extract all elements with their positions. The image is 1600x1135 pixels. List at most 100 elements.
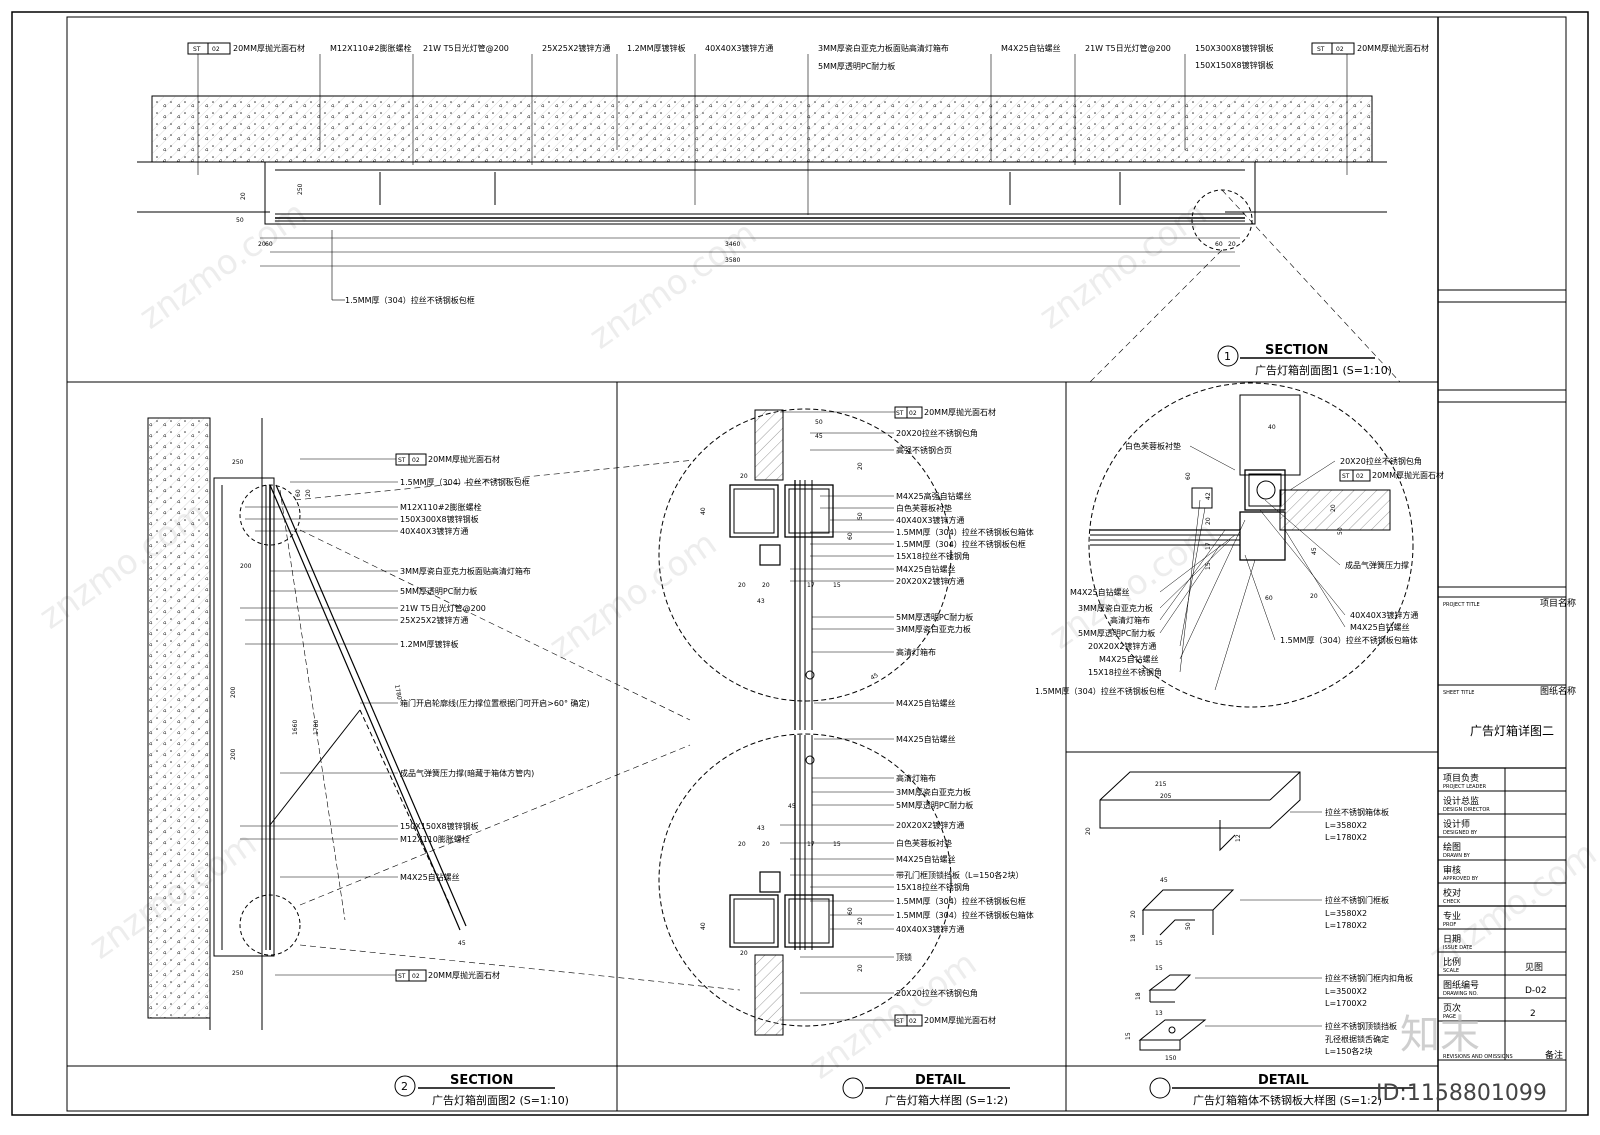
label: 白色芙蓉板衬垫 <box>896 503 952 513</box>
sheet-title-cn: 图纸名称 <box>1540 685 1576 697</box>
text-label: PROF <box>1443 922 1456 928</box>
dim: 17 <box>807 841 815 848</box>
dim: 18 <box>1130 934 1137 942</box>
view-title-cn: 广告灯箱箱体不锈钢板大样图 (S=1:2) <box>1193 1093 1382 1107</box>
view-title-en: DETAIL <box>1258 1073 1309 1088</box>
label: 1.5MM厚（304）拉丝不锈钢板包箱体 <box>896 527 1034 537</box>
label: 20X20拉丝不锈钢包角 <box>1340 456 1422 466</box>
label: 20MM厚抛光面石材 <box>1357 43 1429 53</box>
label: 20MM厚抛光面石材 <box>233 43 305 53</box>
outer-frame <box>11 11 1589 1116</box>
dim: 20 <box>1228 241 1236 248</box>
sheet-profile-1: 215 205 20 12 拉丝不锈钢箱体板 L=3580X2 L=1780X2 <box>1085 771 1389 852</box>
dim: 42 <box>1205 492 1212 500</box>
dim: 20 <box>762 841 770 848</box>
label: 1.2MM厚镀锌板 <box>627 43 686 53</box>
label: 高清灯箱布 <box>896 647 936 657</box>
text-label: 图纸编号 <box>1443 979 1479 991</box>
label: 20X20X2镀锌方通 <box>1088 641 1156 651</box>
dim: 45 <box>1160 877 1168 884</box>
label: 20X20X2镀锌方通 <box>896 576 964 586</box>
label: M4X25自钻螺丝 <box>1001 43 1061 53</box>
st-tag: ST <box>896 1018 904 1025</box>
dim: 15 <box>833 841 841 848</box>
label: 15X18拉丝不锈钢角 <box>1088 667 1162 677</box>
label: 150X300X8镀锌钢板 <box>400 514 479 524</box>
dim: 60 <box>847 532 854 540</box>
detail-view-5: 215 205 20 12 拉丝不锈钢箱体板 L=3580X2 L=1780X2… <box>1085 771 1415 1107</box>
sheet-title-en: SHEET TITLE <box>1443 690 1474 696</box>
label: 1.5MM厚（304）拉丝不锈钢板包箱体 <box>896 910 1034 920</box>
st-num: 02 <box>1356 473 1364 480</box>
dim: 20 <box>762 582 770 589</box>
text-label: DRAWN BY <box>1443 853 1471 859</box>
dim: 20 <box>1085 827 1092 835</box>
dim: 20 <box>1130 910 1137 918</box>
dim: 15 <box>1125 1032 1132 1040</box>
label: M12X110膨胀螺栓 <box>400 834 470 844</box>
dim: 20 <box>240 192 247 200</box>
st-tag: ST <box>1317 46 1325 53</box>
label: 箱门开启轮廓线(压力撑位置根据门可开启>60° 确定) <box>400 698 590 708</box>
label: 15X18拉丝不锈钢角 <box>896 882 970 892</box>
text-label: DESIGN DIRECTOR <box>1443 807 1490 813</box>
dim: 45 <box>870 672 880 682</box>
dim: 1780 <box>313 720 320 735</box>
section-view-2: ST 02 20MM厚抛光面石材 1.5MM厚（304）拉丝不锈钢板包框 M12… <box>147 417 741 1107</box>
dim: 45 <box>815 433 823 440</box>
dim: 200 <box>240 563 252 570</box>
dim: 20 <box>857 462 864 470</box>
label: 3MM厚瓷白亚克力板面贴高清灯箱布 <box>400 566 531 576</box>
label: L=3580X2 <box>1325 909 1367 918</box>
drawing-number: D-02 <box>1525 986 1547 996</box>
label: 150X150X8镀锌钢板 <box>1195 60 1274 70</box>
dim: 60 <box>1185 472 1192 480</box>
dim: 20 <box>305 489 312 497</box>
dim: 20 <box>1330 504 1337 512</box>
label: M4X25高强自钻螺丝 <box>896 491 972 501</box>
label: M4X25自钻螺丝 <box>896 564 956 574</box>
label: 3MM厚瓷白亚克力板 <box>1078 603 1153 613</box>
dim: 1660 <box>292 720 299 735</box>
text-label: 设计总监 <box>1443 795 1479 807</box>
label: 带孔门框顶锁挡板（L=150各2块） <box>896 870 1024 880</box>
detail-view-3: ST 02 20MM厚抛光面石材 20X20拉丝不锈钢包角 高强不锈钢合页 M4… <box>658 406 1034 1107</box>
dim: 45 <box>458 940 466 947</box>
text-label: PAGE <box>1443 1014 1456 1020</box>
view-title-cn: 广告灯箱剖面图1 (S=1:10) <box>1255 363 1392 377</box>
label: 1.5MM厚（304）拉丝不锈钢板包框 <box>345 295 475 305</box>
dim: 20 <box>1310 593 1318 600</box>
dim: 40 <box>700 922 707 930</box>
label: M4X25自钻螺丝 <box>1070 587 1130 597</box>
label: 1.5MM厚（304）拉丝不锈钢板包框 <box>1035 686 1165 696</box>
label: 3MM厚瓷白亚克力板 <box>896 624 971 634</box>
label: M4X25自钻螺丝 <box>896 734 956 744</box>
sheet-name: 广告灯箱详图二 <box>1470 723 1554 738</box>
dim: 15 <box>1155 940 1163 947</box>
scale-value: 见图 <box>1525 962 1543 973</box>
label: M4X25自钻螺丝 <box>1350 622 1410 632</box>
footer-en: REVISIONS AND OMISSIONS <box>1443 1054 1513 1060</box>
footer-cn: 备注 <box>1545 1049 1563 1061</box>
dim: 20 <box>258 241 266 248</box>
label: 1.5MM厚（304）拉丝不锈钢板包框 <box>896 539 1026 549</box>
label: 拉丝不锈钢箱体板 <box>1325 807 1389 817</box>
label: 白色芙蓉板衬垫 <box>896 838 952 848</box>
label: L=1780X2 <box>1325 921 1367 930</box>
dim: 20 <box>740 950 748 957</box>
dim: 20 <box>1205 517 1212 525</box>
label: 20X20拉丝不锈钢包角 <box>896 988 978 998</box>
label: 25X25X2镀锌方通 <box>542 43 610 53</box>
dim: 250 <box>232 459 244 466</box>
dim: 13 <box>1155 1010 1163 1017</box>
text-label: CHECK <box>1443 899 1461 905</box>
label: L=3580X2 <box>1325 821 1367 830</box>
